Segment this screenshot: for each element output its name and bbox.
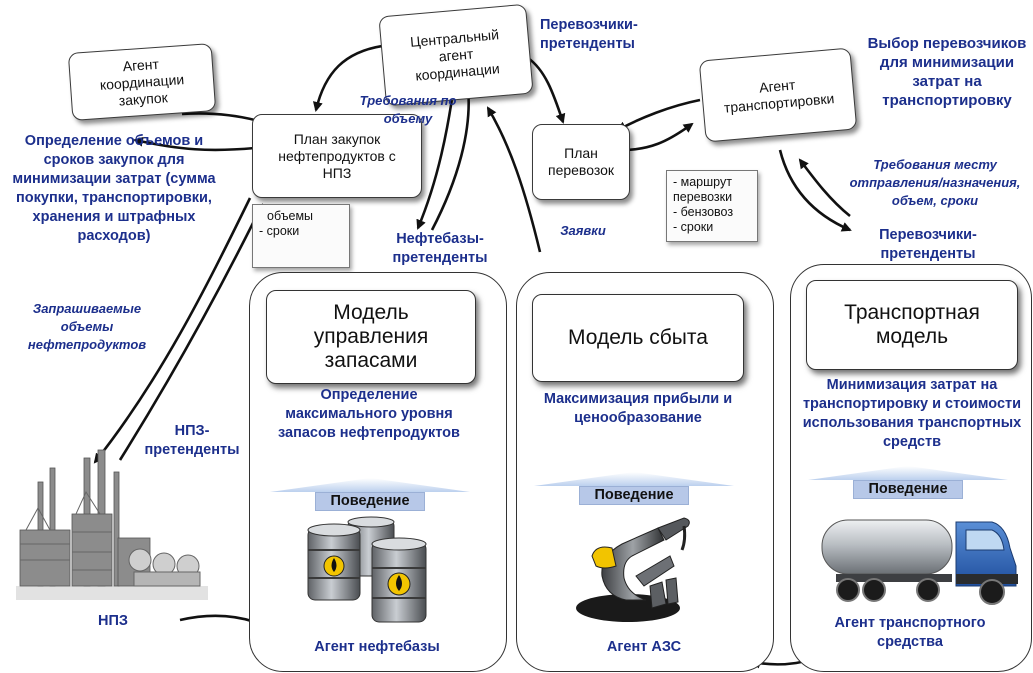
shipping-note-line: - маршрут [673, 175, 732, 189]
shipping-note-line: - сроки [673, 220, 714, 234]
shipping-note: - маршрут перевозки - бензовоз - сроки [666, 170, 758, 242]
arrow-plan-to-procurement-agent [133, 136, 256, 152]
arrow-depots-to-central [430, 86, 474, 231]
central-agent-node: Центральный агент координации [378, 3, 534, 107]
behavior-arrow-shape [534, 472, 734, 486]
transport-model-title: Транспортная модель [844, 301, 980, 348]
shipping-note-line: - бензовоз [673, 205, 734, 219]
arrow-plan-to-refinery [93, 197, 252, 464]
arrow-requests-to-central [486, 106, 542, 253]
procurement-plan-label: План закупок нефтепродуктов с НПЗ [278, 130, 396, 181]
shipping-plan-node: План перевозок [532, 124, 630, 200]
procurement-plan-node: План закупок нефтепродуктов с НПЗ [252, 114, 422, 198]
refinery-illustration [16, 449, 208, 600]
transport-agent-node: Агент транспортировки [698, 47, 858, 143]
fuel-truck-illustration [821, 519, 1018, 605]
requested-volumes-label: Запрашиваемые объемы нефтепродуктов [27, 301, 147, 352]
arrow-carriers-to-agent [798, 158, 851, 218]
refinery-label: НПЗ [98, 613, 128, 629]
inventory-behavior-badge: Поведение [270, 478, 470, 511]
sales-behavior-badge: Поведение [534, 472, 734, 505]
carrier-choice-label: Выбор перевозчиков для минимизации затра… [867, 35, 1027, 109]
arrow-central-to-shipping [527, 56, 566, 124]
requests-label: Заявки [560, 223, 606, 238]
procurement-note-line: - сроки [259, 224, 300, 238]
vehicle-agent-label: Агент транспортного средства [834, 615, 986, 650]
refinery-candidates-label: НПЗ-претенденты [144, 423, 240, 458]
procurement-agent-label: Агент координации закупок [99, 55, 185, 109]
sales-model-title-box: Модель сбыта [532, 294, 744, 382]
inventory-model-title-box: Модель управления запасами [266, 290, 476, 384]
central-agent-label: Центральный агент координации [409, 25, 501, 84]
behavior-arrow-shape [270, 478, 470, 492]
sales-model-title: Модель сбыта [568, 326, 708, 349]
behavior-arrow-shape [808, 466, 1008, 480]
arrow-agent-to-carriers [778, 149, 852, 232]
inventory-model-description: Определение максимального уровня запасов… [278, 387, 460, 441]
inventory-behavior-label: Поведение [315, 492, 425, 511]
carriers-right-label: Перевозчики-претенденты [879, 227, 977, 262]
sales-behavior-label: Поведение [579, 486, 689, 505]
transport-model-description: Минимизация затрат на транспортировку и … [802, 377, 1022, 450]
procurement-agent-node: Агент координации закупок [67, 43, 217, 121]
oil-depots-label: Нефтебазы-претенденты [392, 231, 488, 266]
depot-agent-label: Агент нефтебазы [314, 639, 440, 655]
transport-model-title-box: Транспортная модель [806, 280, 1018, 370]
transport-behavior-badge: Поведение [808, 466, 1008, 499]
sales-model-description: Максимизация прибыли и ценообразование [543, 391, 733, 426]
procurement-note-line: объемы [267, 209, 314, 223]
oil-barrels-illustration [307, 516, 427, 623]
gas-station-agent-label: Агент АЗС [606, 639, 682, 655]
place-requirements-label: Требования месту отправления/назначения,… [849, 157, 1021, 208]
shipping-plan-label: План перевозок [547, 145, 615, 178]
fuel-nozzle-illustration [576, 517, 690, 622]
procurement-note: объемы - сроки [252, 204, 350, 268]
shipping-note-line: перевозки [673, 190, 733, 204]
transport-agent-label: Агент транспортировки [723, 76, 835, 116]
volume-definition-label: Определение объемов и сроков закупок для… [12, 133, 216, 244]
volume-requirements-label: Требования по объему [359, 93, 457, 126]
carriers-top-label: Перевозчики-претенденты [540, 17, 638, 52]
arrow-refinery-to-plan [118, 203, 264, 461]
inventory-model-title: Модель управления запасами [313, 301, 429, 372]
transport-behavior-label: Поведение [853, 480, 963, 499]
arrow-central-to-plan [312, 44, 383, 112]
